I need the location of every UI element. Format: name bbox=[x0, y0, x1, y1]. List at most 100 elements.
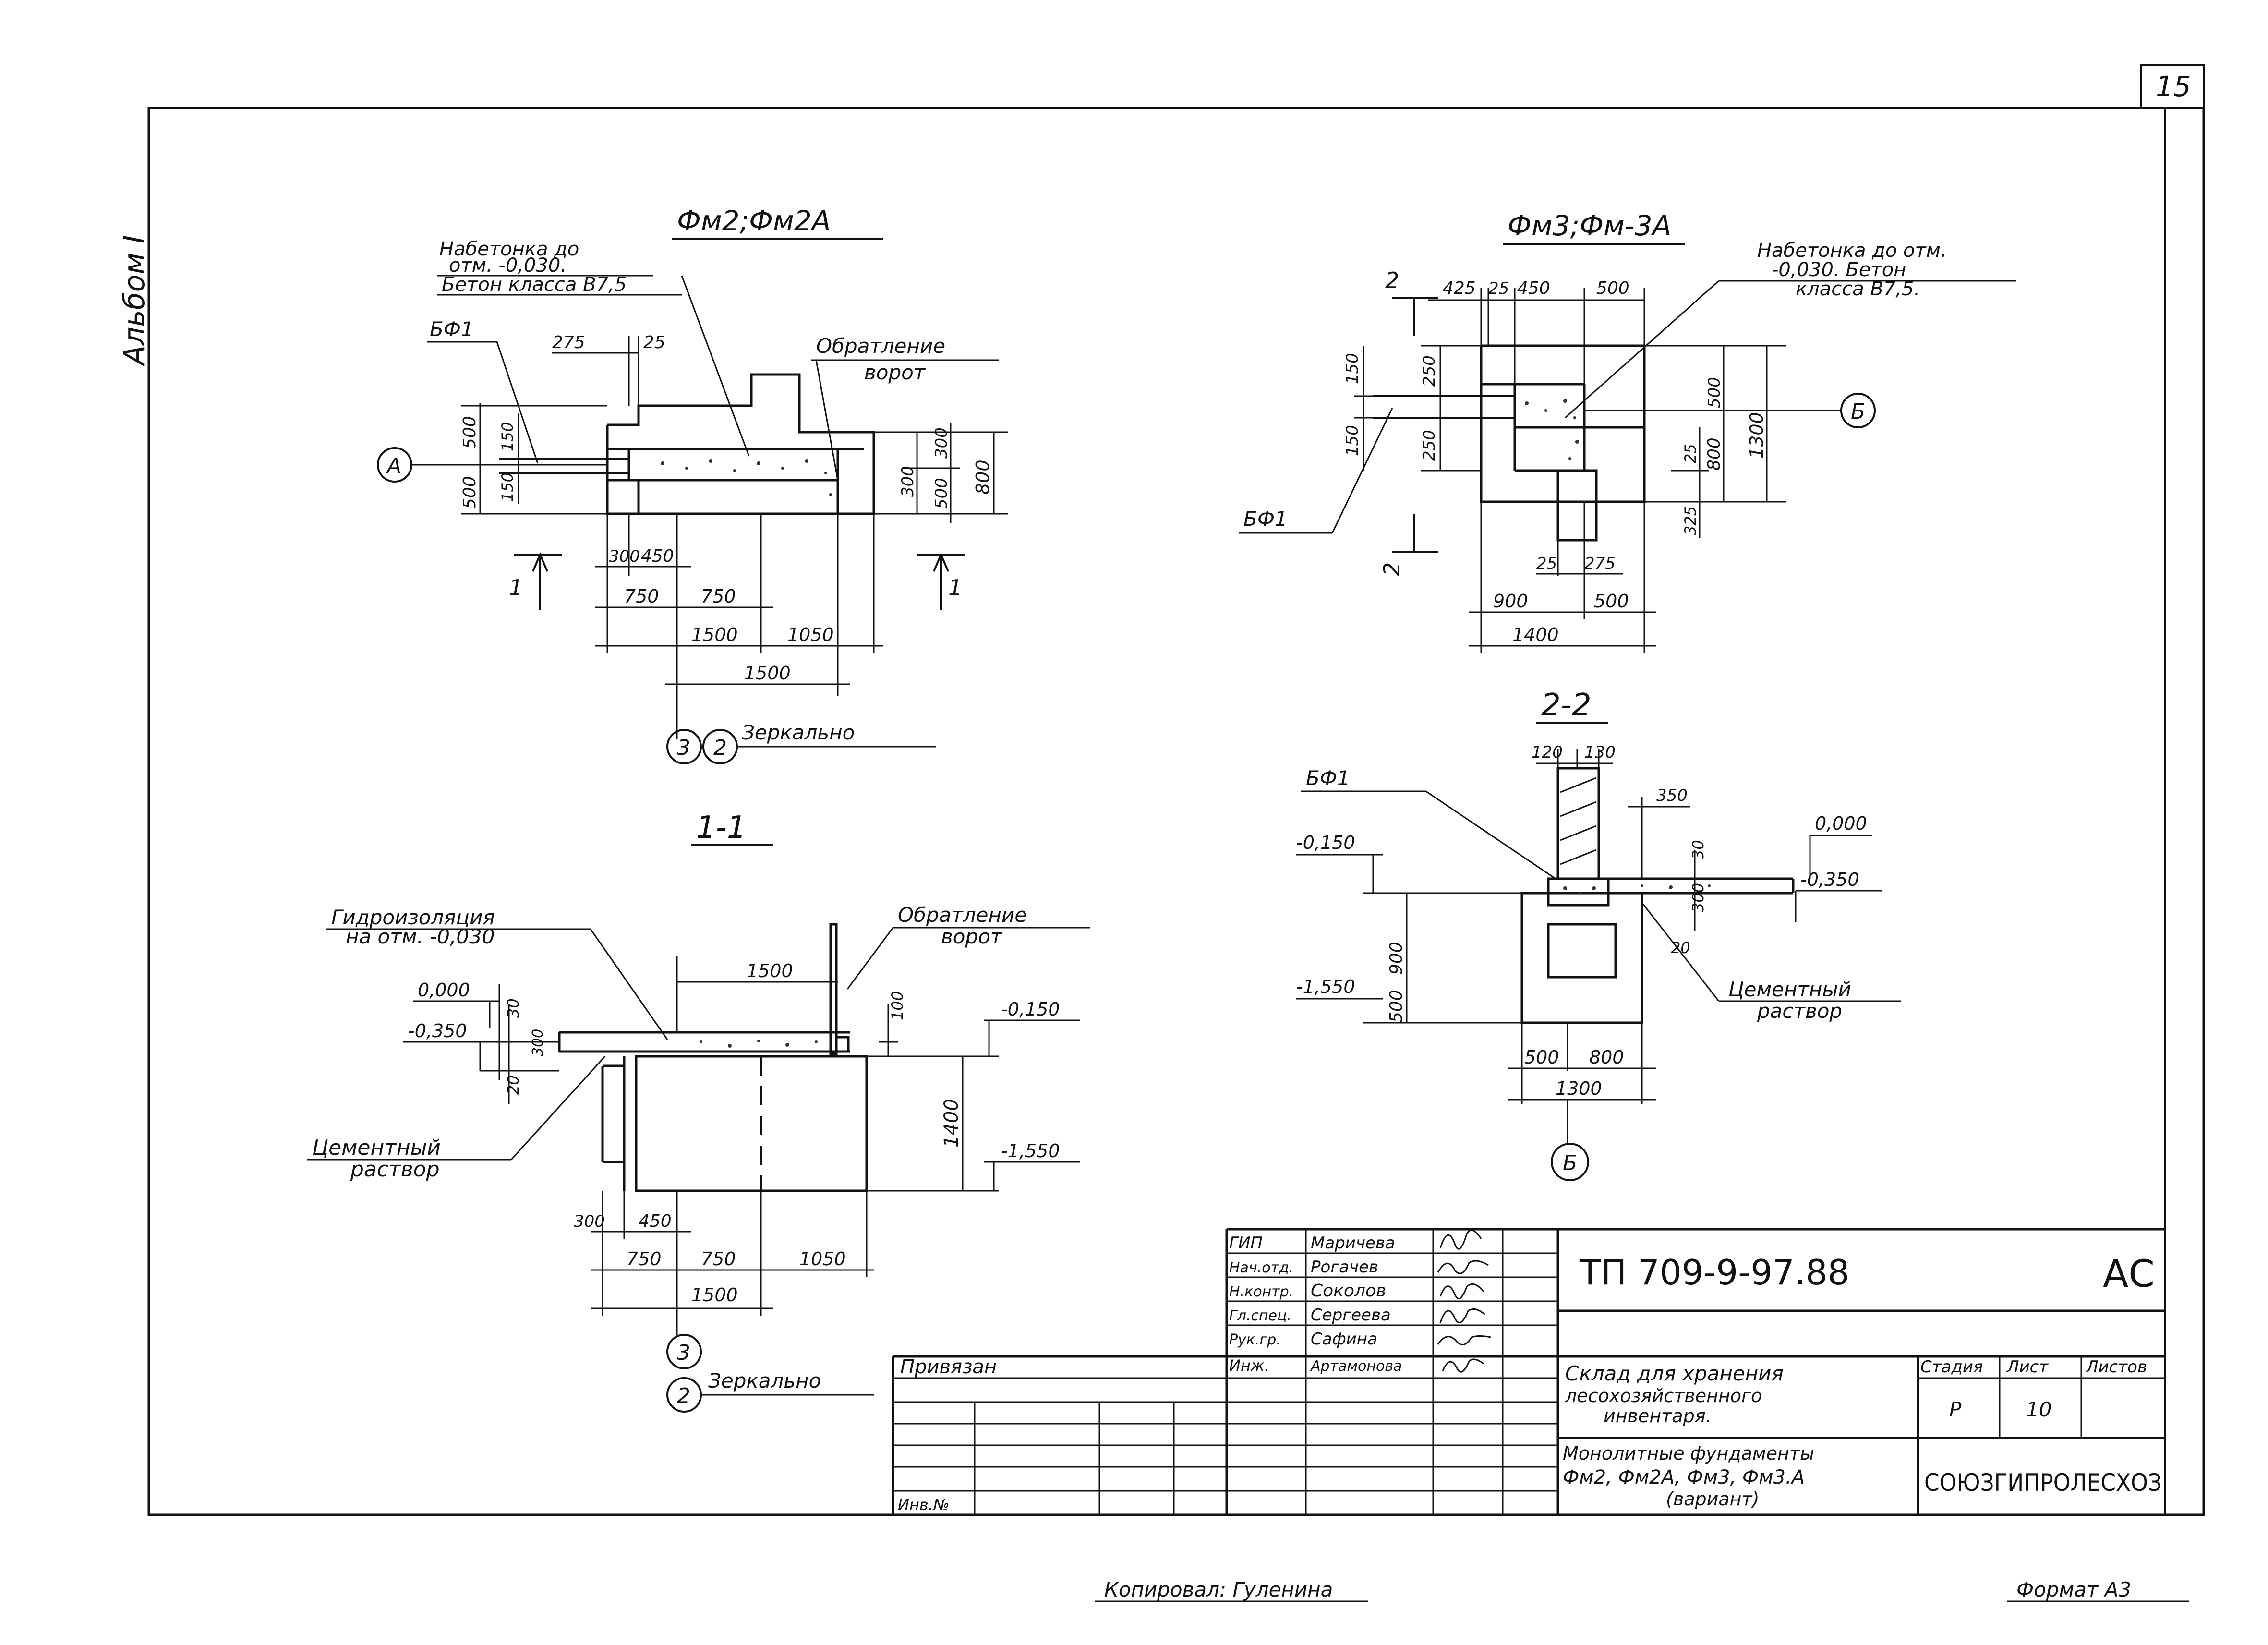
section-22-title: 2-2 bbox=[1541, 688, 1592, 723]
plan-fm2-dim-300a: 300 bbox=[898, 466, 917, 497]
object-line-1: Склад для хранения bbox=[1565, 1362, 1784, 1385]
section-11-waterproof-2: на отм. -0,030 bbox=[346, 925, 495, 948]
format-label: Формат А3 bbox=[2016, 1578, 2131, 1601]
name-spec: Сергеева bbox=[1311, 1306, 1391, 1325]
plan-fm3-note-3: класса В7,5. bbox=[1796, 278, 1920, 300]
plan-fm2-axis-2: 2 bbox=[713, 736, 727, 760]
plan-fm2-dim-275: 275 bbox=[552, 333, 585, 352]
plan-fm3-dim-25: 25 bbox=[1488, 279, 1509, 298]
section-11-axis-3: 3 bbox=[677, 1341, 690, 1365]
plan-fm2-dim-150a: 150 bbox=[498, 422, 517, 451]
section-22-dim-350: 350 bbox=[1656, 786, 1688, 805]
inv-label: Инв.№ bbox=[898, 1496, 949, 1514]
plan-fm3-dim-150b: 150 bbox=[1343, 425, 1362, 456]
plan-fm2-cut-left: 1 bbox=[509, 575, 523, 601]
plan-fm3-dim-500b: 500 bbox=[1594, 591, 1629, 612]
name-lead: Сафина bbox=[1311, 1330, 1377, 1349]
section-22-axis-b: Б bbox=[1563, 1151, 1577, 1175]
plan-fm2-dim-500a: 500 bbox=[460, 416, 480, 449]
role-spec: Гл.спец. bbox=[1229, 1307, 1291, 1324]
name-norm: Соколов bbox=[1311, 1281, 1386, 1301]
section-22-dim-300: 300 bbox=[1689, 883, 1707, 912]
stage-label: Стадия bbox=[1920, 1357, 1983, 1377]
plan-fm2-title: Фм2;Фм2А bbox=[677, 205, 831, 237]
section-11-axis-2: 2 bbox=[677, 1384, 690, 1408]
plan-fm2-dim-1050: 1050 bbox=[787, 624, 834, 645]
section-22-dim-120: 120 bbox=[1532, 743, 1563, 762]
plan-fm3-dim-25b: 25 bbox=[1536, 554, 1557, 573]
plan-fm3-cut-top: 2 bbox=[1385, 267, 1399, 293]
drawing-line-1: Монолитные фундаменты bbox=[1563, 1443, 1814, 1464]
sheet-frame bbox=[147, 64, 2205, 1516]
plan-fm3-dim-450: 450 bbox=[1517, 278, 1550, 298]
section-22-level-1550: -1,550 bbox=[1296, 976, 1355, 997]
plan-fm3-dim-1400: 1400 bbox=[1512, 624, 1559, 645]
doc-mark: АС bbox=[2103, 1253, 2155, 1296]
plan-fm2-dim-500c: 500 bbox=[932, 478, 951, 509]
section-22-level-0150: -0,150 bbox=[1296, 832, 1355, 853]
plan-fm2-dim-1500a: 1500 bbox=[691, 624, 738, 645]
drawing-line-2: Фм2, Фм2А, Фм3, Фм3.А bbox=[1563, 1466, 1805, 1488]
plan-fm2-note-3: Бетон класса В7,5 bbox=[442, 274, 627, 296]
section-22-mortar-2: раствор bbox=[1757, 999, 1842, 1023]
sheet-label: Лист bbox=[2006, 1357, 2049, 1377]
section-1-1: 1-1 Гидроизоляция на отм. -0,030 Обратле… bbox=[307, 810, 1090, 1413]
plan-fm3-dim-250b: 250 bbox=[1420, 430, 1439, 461]
plan-fm2-dim-150b: 150 bbox=[498, 472, 517, 502]
section-11-waterproof-1: Гидроизоляция bbox=[331, 906, 495, 929]
plan-fm2-beam-label: БФ1 bbox=[430, 317, 474, 341]
object-line-2: лесохозяйственного bbox=[1565, 1385, 1762, 1406]
section-11-dim-1050: 1050 bbox=[799, 1248, 846, 1270]
section-22-level-0000: 0,000 bbox=[1815, 813, 1867, 834]
section-11-frame-note-2: ворот bbox=[941, 925, 1003, 948]
plan-fm2-dim-300b: 300 bbox=[932, 427, 951, 459]
section-11-dim-20: 20 bbox=[504, 1075, 522, 1095]
plan-fm2-dim-300c: 300 bbox=[609, 547, 640, 566]
role-lead: Рук.гр. bbox=[1229, 1331, 1281, 1348]
section-11-mortar-1: Цементный bbox=[312, 1136, 441, 1160]
plan-fm2: Фм2;Фм2А Набетонка до отм. -0,030. Бетон… bbox=[377, 205, 1008, 764]
plan-fm2-note-1: Набетонка до bbox=[439, 238, 579, 260]
section-22-mortar-1: Цементный bbox=[1728, 978, 1851, 1001]
title-block: ГИП Маричева Нач.отд. Рогачев Н.контр. С… bbox=[892, 1228, 2165, 1515]
plan-fm2-dim-25: 25 bbox=[643, 333, 665, 352]
section-11-mirror: Зеркально bbox=[708, 1369, 821, 1392]
album-label: Альбом I bbox=[118, 235, 151, 367]
doc-code: ТП 709-9-97.88 bbox=[1579, 1252, 1849, 1293]
linked-label: Привязан bbox=[900, 1356, 997, 1378]
object-line-3: инвентаря. bbox=[1604, 1405, 1712, 1427]
stage-value: Р bbox=[1949, 1398, 1962, 1421]
section-22-dim-130: 130 bbox=[1584, 743, 1616, 762]
plan-fm3-dim-1300: 1300 bbox=[1746, 412, 1767, 459]
plan-fm3-title: Фм3;Фм-3А bbox=[1508, 209, 1671, 242]
section-11-dim-1500: 1500 bbox=[691, 1284, 738, 1306]
name-gip: Маричева bbox=[1311, 1234, 1395, 1253]
plan-fm2-frame-note-2: ворот bbox=[864, 361, 926, 384]
plan-fm3-dim-325: 325 bbox=[1681, 506, 1700, 535]
section-22-dim-500v: 500 bbox=[1387, 990, 1406, 1023]
section-11-dim-1400: 1400 bbox=[941, 1099, 963, 1148]
section-22-dim-20: 20 bbox=[1671, 939, 1690, 957]
section-11-level-0150: -0,150 bbox=[1001, 999, 1060, 1020]
plan-fm2-axis-a: А bbox=[386, 454, 401, 478]
plan-fm2-cut-right: 1 bbox=[948, 575, 962, 601]
plan-fm3-dim-25v: 25 bbox=[1681, 444, 1700, 463]
sheets-label: Листов bbox=[2085, 1357, 2147, 1377]
plan-fm3: Фм3;Фм-3А Набетонка до отм. -0,030. Бето… bbox=[1239, 209, 2016, 653]
section-22-dim-800: 800 bbox=[1589, 1047, 1624, 1068]
plan-fm2-dim-750a: 750 bbox=[624, 586, 659, 607]
section-22-dim-30: 30 bbox=[1689, 840, 1707, 859]
plan-fm3-dim-425: 425 bbox=[1443, 278, 1476, 298]
section-11-dim-750b: 750 bbox=[701, 1248, 736, 1270]
plan-fm2-axis-3: 3 bbox=[677, 736, 690, 760]
plan-fm2-dim-750b: 750 bbox=[701, 586, 736, 607]
section-11-frame-note-1: Обратление bbox=[898, 903, 1027, 927]
section-22-dim-500: 500 bbox=[1524, 1047, 1559, 1068]
section-22-dim-1300: 1300 bbox=[1556, 1078, 1602, 1099]
name-head: Рогачев bbox=[1311, 1258, 1378, 1277]
section-2-2: 2-2 БФ1 bbox=[1296, 688, 1901, 1181]
plan-fm2-mirror: Зеркально bbox=[742, 721, 855, 744]
organization: СОЮЗГИПРОЛЕСХОЗ bbox=[1924, 1469, 2162, 1497]
section-11-title: 1-1 bbox=[696, 810, 747, 846]
